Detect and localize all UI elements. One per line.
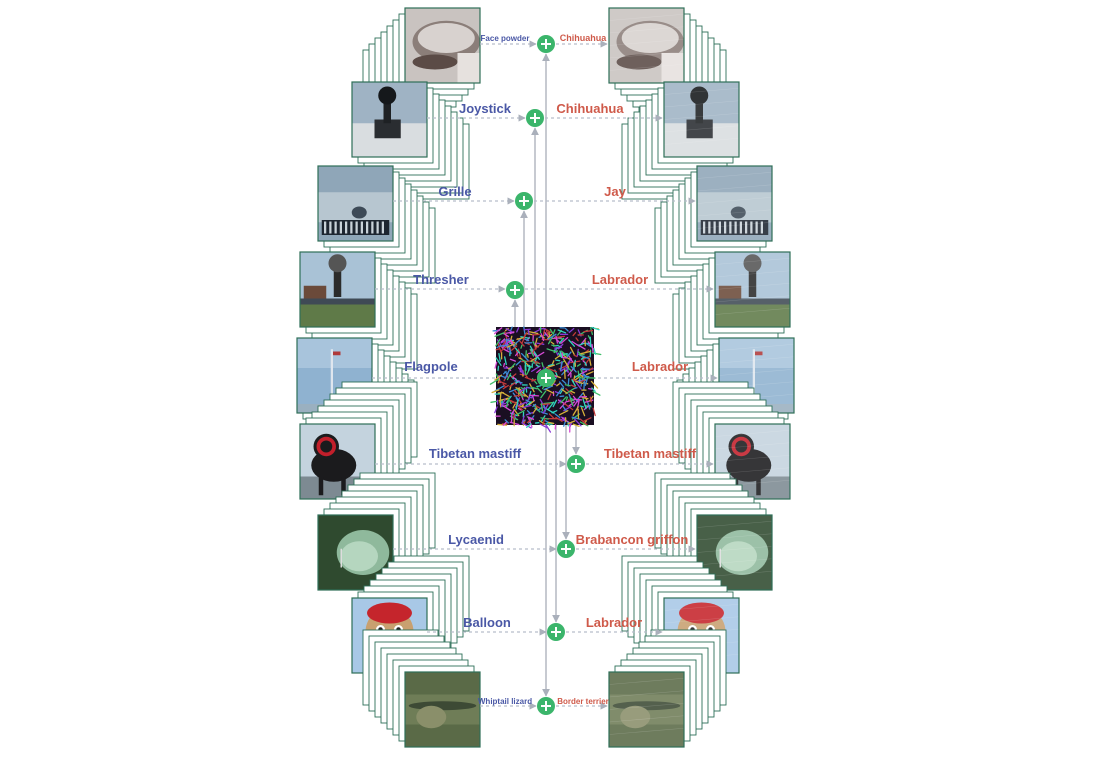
original-class-label: Thresher	[413, 272, 469, 287]
plus-icon	[557, 540, 575, 558]
adversarial-photo-lycaenid	[696, 514, 773, 591]
adversarial-photo-flagpole	[718, 337, 795, 414]
adversarial-class-label: Labrador	[632, 359, 688, 374]
plus-icon	[515, 192, 533, 210]
plus-icon	[537, 697, 555, 715]
original-class-label: Flagpole	[404, 359, 457, 374]
original-photo-grille	[317, 165, 394, 242]
adversarial-photo-thresher	[714, 251, 791, 328]
plus-icon	[537, 369, 555, 387]
original-class-label: Lycaenid	[448, 532, 504, 547]
original-class-label: Joystick	[459, 101, 512, 116]
perturbation-noise	[489, 326, 602, 433]
original-class-label: Balloon	[463, 615, 511, 630]
original-image-stack-lycaenid	[317, 472, 436, 591]
adversarial-image-stack-thresher	[672, 251, 791, 370]
adversarial-photo-tibetan-mastiff	[714, 423, 791, 500]
original-class-label: Grille	[438, 184, 471, 199]
original-photo-thresher	[299, 251, 376, 328]
adversarial-image-stack-face-powder	[608, 7, 727, 126]
original-class-label: Face powder	[481, 34, 530, 43]
connectors	[372, 40, 718, 710]
original-class-label: Tibetan mastiff	[429, 446, 522, 461]
perturbation-image	[489, 326, 602, 433]
plus-nodes	[506, 35, 585, 715]
plus-icon	[526, 109, 544, 127]
adversarial-photo-whiptail-lizard	[608, 671, 685, 748]
plus-icon	[547, 623, 565, 641]
adversarial-class-label: Chihuahua	[556, 101, 624, 116]
adversarial-image-stack-whiptail-lizard	[608, 629, 727, 748]
image-stacks	[296, 7, 795, 748]
original-image-stack-whiptail-lizard	[362, 629, 481, 748]
adversarial-class-label: Labrador	[586, 615, 642, 630]
original-photo-whiptail-lizard	[404, 671, 481, 748]
adversarial-image-stack-tibetan-mastiff	[672, 381, 791, 500]
plus-icon	[537, 35, 555, 53]
original-class-label: Whiptail lizard	[478, 697, 532, 706]
adversarial-class-label: Chihuahua	[560, 33, 607, 43]
adversarial-photo-face-powder	[608, 7, 685, 84]
adversarial-photo-grille	[696, 165, 773, 242]
adversarial-class-label: Brabancon griffon	[576, 532, 689, 547]
plus-icon	[567, 455, 585, 473]
original-photo-face-powder	[404, 7, 481, 84]
original-photo-joystick	[351, 81, 428, 158]
original-image-stack-tibetan-mastiff	[299, 381, 418, 500]
adversarial-class-label: Border terrier	[557, 697, 609, 706]
original-photo-lycaenid	[317, 514, 394, 591]
adversarial-photo-joystick	[663, 81, 740, 158]
adversarial-class-label: Tibetan mastiff	[604, 446, 697, 461]
adversarial-class-label: Labrador	[592, 272, 648, 287]
plus-icon	[506, 281, 524, 299]
adversarial-class-label: Jay	[604, 184, 626, 199]
original-photo-tibetan-mastiff	[299, 423, 376, 500]
